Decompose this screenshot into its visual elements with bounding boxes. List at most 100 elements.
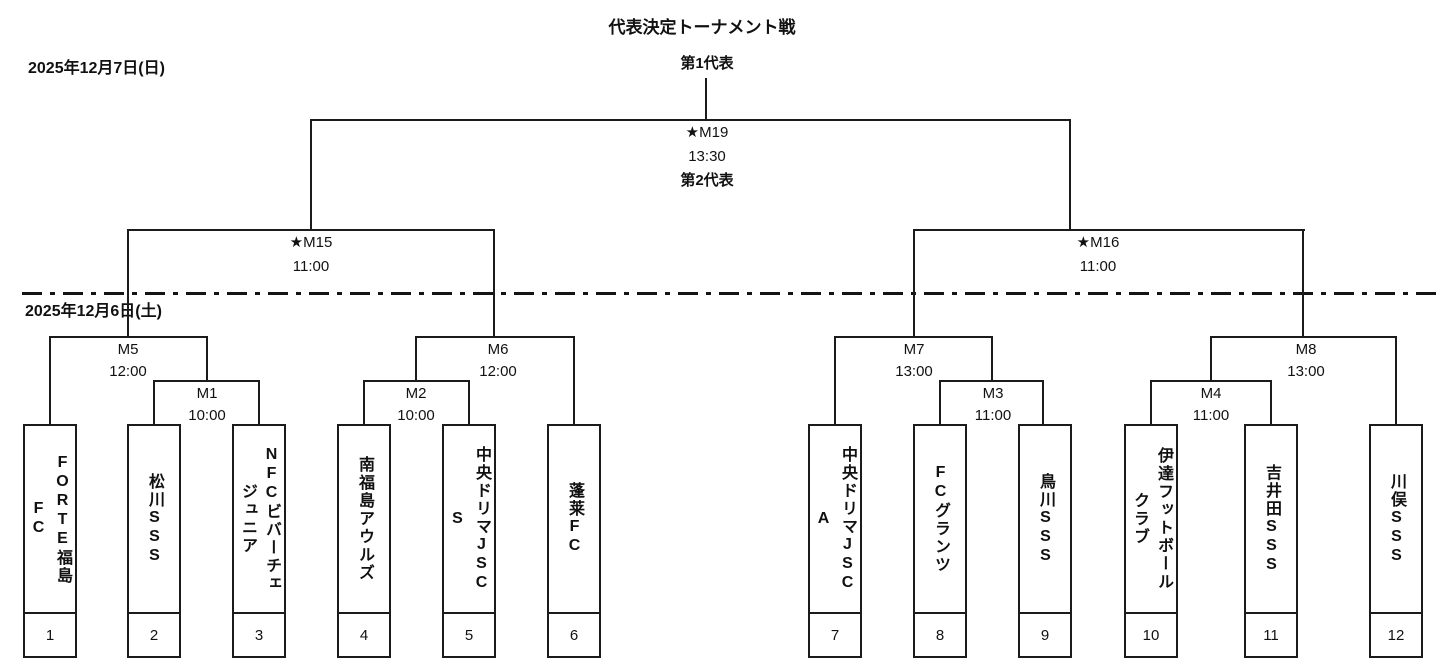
bracket-line-m1-left-leg xyxy=(153,380,155,426)
match-m15-time: 11:00 xyxy=(292,258,330,275)
bracket-line-m6-right-leg xyxy=(573,336,575,426)
bracket-line-m5-left-leg xyxy=(49,336,51,426)
team-name: 松川SSS xyxy=(146,472,163,566)
bracket-line-m4-left-leg xyxy=(1150,380,1152,426)
match-m15-label: ★M15 xyxy=(289,234,333,251)
team-box-9: 鳥川SSS 9 xyxy=(1018,424,1072,658)
match-m6-time: 12:00 xyxy=(479,363,517,380)
team-seed-number: 12 xyxy=(1371,612,1421,656)
team-box-2: 松川SSS 2 xyxy=(127,424,181,658)
team-box-4: 南福島アウルズ 4 xyxy=(337,424,391,658)
bracket-line-m2-left-leg xyxy=(363,380,365,426)
team-name: 蓬莱FC xyxy=(566,482,583,556)
match-m7: M7 13:00 xyxy=(895,339,933,383)
team-name-area: 南福島アウルズ xyxy=(339,426,389,612)
team-seed-number: 8 xyxy=(915,612,965,656)
bracket-line-m16-right-leg xyxy=(1302,229,1304,338)
bracket-line-m6-left-leg xyxy=(415,336,417,382)
second-representative-label: 第2代表 xyxy=(680,172,734,189)
bracket-line-final-stem xyxy=(705,78,707,120)
team-name-area: NFCビバーチェジュニア xyxy=(234,426,284,612)
page-title: 代表決定トーナメント戦 xyxy=(608,18,796,37)
match-m19-label: ★M19 xyxy=(685,124,729,141)
match-m2: M2 10:00 xyxy=(397,383,435,427)
match-m7-label: M7 xyxy=(903,341,925,358)
match-m19-time: 13:30 xyxy=(688,148,726,165)
bracket-line-m3-right-leg xyxy=(1042,380,1044,426)
match-m16-label: ★M16 xyxy=(1076,234,1120,251)
team-name: FCグランツ xyxy=(932,464,949,574)
team-seed-number: 5 xyxy=(444,612,494,656)
bracket-line-m1-right-leg xyxy=(258,380,260,426)
match-m7-time: 13:00 xyxy=(895,363,933,380)
team-name: 川俣SSS xyxy=(1388,472,1405,566)
match-m4-label: M4 xyxy=(1200,385,1222,402)
match-m8-label: M8 xyxy=(1295,341,1317,358)
team-name-area: 吉井田SSS xyxy=(1246,426,1296,612)
team-box-12: 川俣SSS 12 xyxy=(1369,424,1423,658)
match-m5: M5 12:00 xyxy=(109,339,147,383)
team-name-area: 鳥川SSS xyxy=(1020,426,1070,612)
team-name: 南福島アウルズ xyxy=(356,456,373,582)
team-name-area: 蓬莱FC xyxy=(549,426,599,612)
team-box-10: 伊達フットボールクラブ 10 xyxy=(1124,424,1178,658)
match-m16-time: 11:00 xyxy=(1079,258,1117,275)
team-seed-number: 1 xyxy=(25,612,75,656)
match-m8: M8 13:00 xyxy=(1287,339,1325,383)
team-seed-number: 11 xyxy=(1246,612,1296,656)
match-m8-time: 13:00 xyxy=(1287,363,1325,380)
match-m16: ★M16 11:00 xyxy=(1077,231,1120,279)
team-name: 吉井田SSS xyxy=(1263,463,1280,575)
match-m2-label: M2 xyxy=(405,385,427,402)
bracket-line-m16-bar xyxy=(913,229,1305,231)
match-m1-label: M1 xyxy=(196,385,218,402)
team-seed-number: 9 xyxy=(1020,612,1070,656)
team-name-area: FCグランツ xyxy=(915,426,965,612)
bracket-line-m19-right-leg xyxy=(1069,119,1071,231)
bracket-line-m5-right-leg xyxy=(206,336,208,382)
bracket-line-m19-left-leg xyxy=(310,119,312,231)
team-seed-number: 6 xyxy=(549,612,599,656)
bracket-line-m6-bar xyxy=(415,336,575,338)
bracket-line-m8-right-leg xyxy=(1395,336,1397,426)
bracket-line-m15-right-leg xyxy=(493,229,495,338)
team-box-11: 吉井田SSS 11 xyxy=(1244,424,1298,658)
first-representative-label: 第1代表 xyxy=(680,55,734,72)
bracket-line-m7-right-leg xyxy=(991,336,993,382)
match-m3-time: 11:00 xyxy=(974,407,1012,424)
match-m5-label: M5 xyxy=(117,341,139,358)
match-m1: M1 10:00 xyxy=(188,383,226,427)
team-name: 伊達フットボールクラブ xyxy=(1131,447,1172,591)
match-m5-time: 12:00 xyxy=(109,363,147,380)
bracket-line-m2-right-leg xyxy=(468,380,470,426)
match-m4: M4 11:00 xyxy=(1193,383,1229,427)
bracket-line-m3-left-leg xyxy=(939,380,941,426)
bracket-line-m4-right-leg xyxy=(1270,380,1272,426)
team-seed-number: 10 xyxy=(1126,612,1176,656)
date-finals-day: 2025年12月7日(日) xyxy=(28,60,165,77)
bracket-line-m16-left-leg xyxy=(913,229,915,338)
team-name: 鳥川SSS xyxy=(1037,472,1054,566)
match-m1-time: 10:00 xyxy=(188,407,226,424)
match-m3: M3 11:00 xyxy=(975,383,1011,427)
team-seed-number: 2 xyxy=(129,612,179,656)
bracket-line-m15-left-leg xyxy=(127,229,129,338)
team-box-6: 蓬莱FC 6 xyxy=(547,424,601,658)
team-box-8: FCグランツ 8 xyxy=(913,424,967,658)
match-m2-time: 10:00 xyxy=(397,407,435,424)
bracket-line-m7-left-leg xyxy=(834,336,836,426)
team-seed-number: 4 xyxy=(339,612,389,656)
bracket-line-m8-left-leg xyxy=(1210,336,1212,382)
match-m15: ★M15 11:00 xyxy=(290,231,333,279)
match-m4-time: 11:00 xyxy=(1192,407,1230,424)
